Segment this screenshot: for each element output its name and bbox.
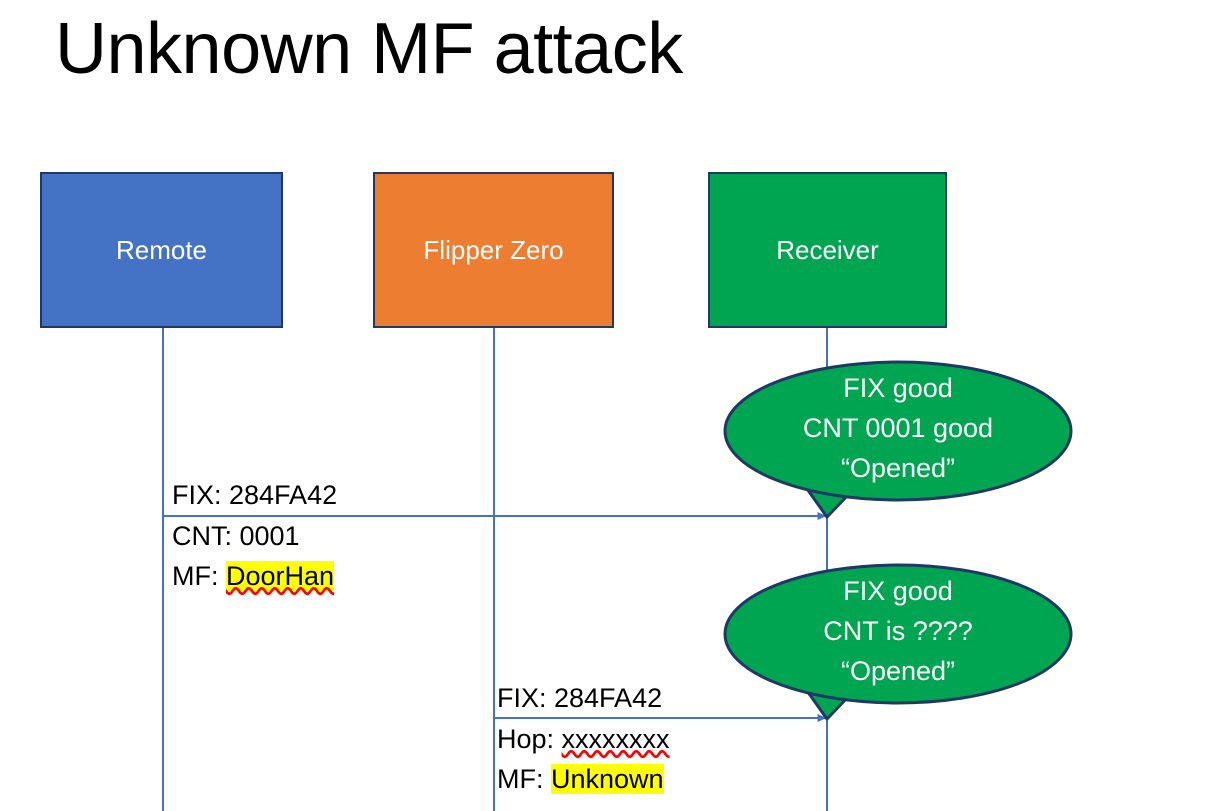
callout-2-text: FIX good CNT is ???? “Opened”	[725, 571, 1071, 691]
callout-1-line-1: FIX good	[843, 373, 953, 403]
callout-2-line-2: CNT is ????	[823, 616, 973, 646]
message-2-hop: Hop: xxxxxxxx	[497, 719, 670, 759]
message-2-mf: MF: Unknown	[497, 759, 664, 799]
actor-label-flipper: Flipper Zero	[423, 235, 564, 265]
actor-label-receiver: Receiver	[776, 235, 879, 265]
message-1-mf-value: DoorHan	[226, 561, 335, 591]
callout-1-text: FIX good CNT 0001 good “Opened”	[725, 368, 1071, 488]
callout-1-line-2: CNT 0001 good	[802, 413, 994, 443]
callout-1-line-3: “Opened”	[840, 453, 956, 483]
message-2-mf-value: Unknown	[551, 764, 664, 794]
callout-bubble-1	[723, 360, 1073, 519]
message-2-hop-prefix: Hop:	[497, 724, 562, 754]
actor-label-remote: Remote	[115, 235, 208, 265]
message-2-fix: FIX: 284FA42	[497, 683, 663, 713]
message-1-fix: FIX: 284FA42	[172, 480, 338, 510]
message-1-cnt: CNT: 0001	[172, 521, 300, 551]
message-1-mf-prefix: MF:	[172, 561, 226, 591]
callout-2-line-1: FIX good	[843, 576, 953, 606]
actor-box-receiver[interactable]: Receiver	[708, 172, 947, 328]
actor-box-remote[interactable]: Remote	[40, 172, 283, 328]
page-title: Unknown MF attack	[55, 9, 683, 89]
message-2-hop-value: xxxxxxxx	[561, 724, 670, 754]
message-1-mf: MF: DoorHan	[172, 556, 335, 596]
callout-2-line-3: “Opened”	[840, 656, 956, 686]
callout-bubble-2	[723, 563, 1073, 721]
message-2-mf-prefix: MF:	[497, 764, 551, 794]
actor-box-flipper[interactable]: Flipper Zero	[373, 172, 614, 328]
